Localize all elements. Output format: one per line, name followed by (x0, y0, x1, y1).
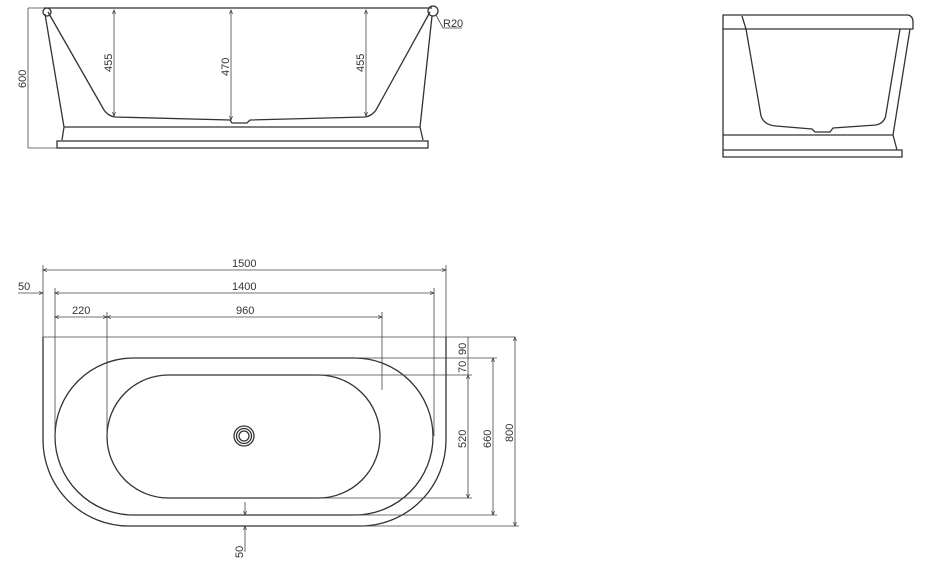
dim-wall-offset: 50 (18, 281, 30, 293)
dim-overall-length: 1500 (232, 258, 256, 270)
dim-basin-length: 960 (236, 305, 254, 317)
dim-back-offset: 90 (457, 343, 469, 355)
plan-view: 1500 1400 50 220 960 90 70 520 660 800 5… (18, 258, 519, 558)
side-elevation-view (722, 14, 914, 158)
dim-rim-offset: 70 (457, 361, 469, 373)
dim-left-depth: 455 (103, 54, 115, 72)
dim-overall-height: 600 (17, 70, 29, 88)
dim-rim-length: 1400 (232, 281, 256, 293)
front-elevation-view: 600 455 470 455 R20 (17, 5, 463, 149)
dim-front-offset: 50 (234, 546, 246, 558)
dim-overall-width: 800 (504, 424, 516, 442)
dim-right-depth: 455 (355, 54, 367, 72)
dim-rim-width: 660 (482, 430, 494, 448)
dim-basin-width: 520 (457, 430, 469, 448)
dim-rim-radius: R20 (443, 18, 463, 30)
dim-basin-offset: 220 (72, 305, 90, 317)
drain-icon (233, 425, 255, 447)
dim-center-depth: 470 (220, 58, 232, 76)
